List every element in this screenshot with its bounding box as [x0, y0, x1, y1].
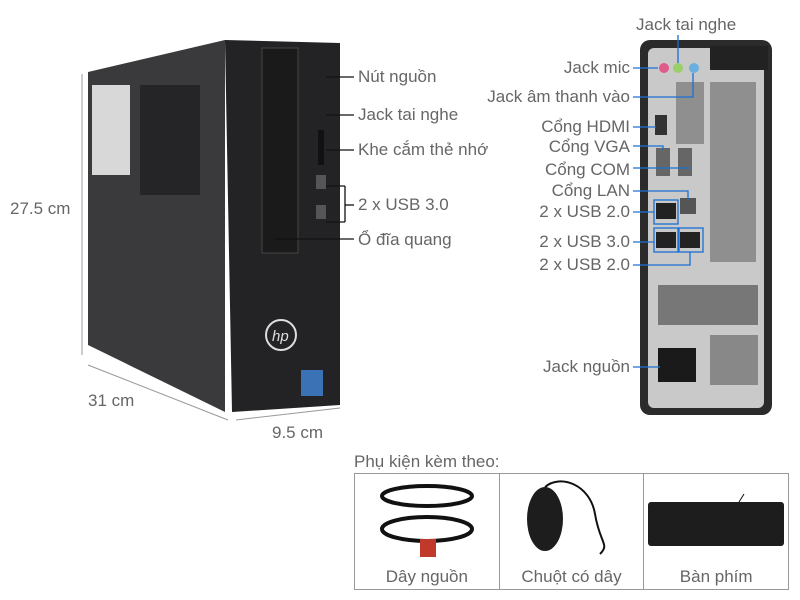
accessories-title: Phụ kiện kèm theo: — [354, 452, 500, 471]
accessory-power-cable: Dây nguồn — [355, 474, 500, 589]
rear-label-headphone: Jack tai nghe — [636, 15, 737, 34]
power-socket — [658, 348, 696, 382]
front-leaders — [275, 76, 354, 240]
rear-label-line-in: Jack âm thanh vào — [487, 87, 630, 106]
optical-drive — [261, 47, 299, 254]
line-in-jack — [689, 63, 699, 73]
headphone-jack — [673, 63, 683, 73]
svg-text:hp: hp — [272, 328, 289, 345]
front-label-card-reader: Khe cắm thẻ nhớ — [358, 140, 489, 159]
front-label-optical: Ổ đĩa quang — [358, 230, 452, 249]
rear-label-mic: Jack mic — [563, 58, 630, 77]
rear-label-lan: Cổng LAN — [551, 181, 630, 200]
power-cable-image — [380, 484, 474, 557]
rear-label-hdmi: Cổng HDMI — [541, 117, 630, 136]
side-label-sticker — [92, 85, 130, 175]
accessories-table: Dây nguồn Chuột có dây Bàn phím — [354, 473, 789, 590]
rear-label-com: Cổng COM — [544, 160, 630, 179]
rear-label-vga: Cổng VGA — [548, 137, 630, 156]
rear-label-usb2-top: 2 x USB 2.0 — [539, 202, 630, 221]
mic-jack — [659, 63, 669, 73]
width-label: 9.5 cm — [272, 423, 324, 442]
depth-label: 31 cm — [88, 391, 135, 410]
rear-label-usb3: 2 x USB 3.0 — [539, 232, 630, 251]
accessory-keyboard: Bàn phím — [644, 474, 788, 589]
front-label-headphone: Jack tai nghe — [358, 105, 459, 124]
accessory-label: Dây nguồn — [385, 567, 468, 586]
accessory-label: Bàn phím — [679, 567, 753, 586]
rear-leaders — [633, 35, 704, 368]
keyboard-image — [648, 493, 785, 546]
rear-label-power: Jack nguồn — [543, 357, 630, 376]
intel-sticker — [301, 370, 323, 396]
rear-label-usb2-bottom: 2 x USB 2.0 — [539, 255, 630, 274]
height-label: 27.5 cm — [10, 199, 71, 218]
front-label-power: Nút nguồn — [358, 67, 437, 86]
mouse-image — [526, 480, 605, 555]
side-vent — [140, 85, 200, 195]
accessory-mouse: Chuột có dây — [500, 474, 645, 589]
accessory-label: Chuột có dây — [521, 567, 622, 586]
front-label-usb3: 2 x USB 3.0 — [358, 195, 449, 214]
hp-logo — [265, 319, 297, 351]
dimension-lines — [81, 74, 341, 421]
